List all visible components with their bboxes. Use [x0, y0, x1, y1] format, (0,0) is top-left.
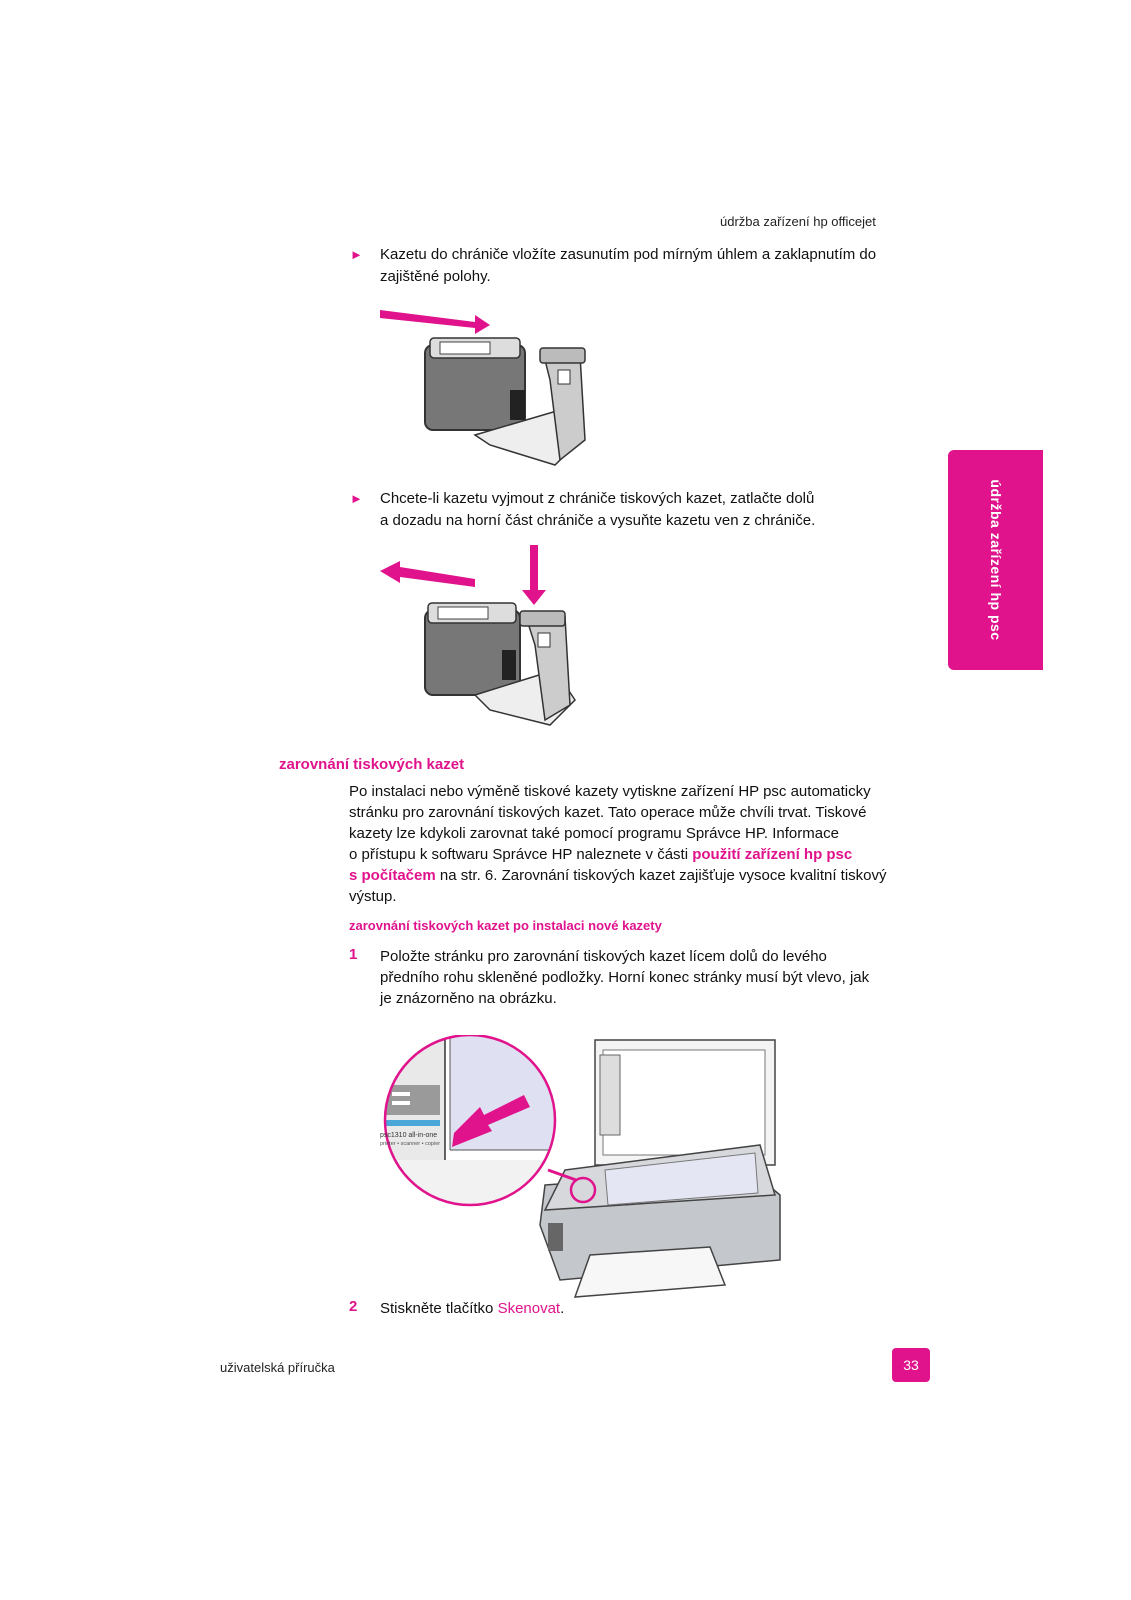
paper-tray [573, 1246, 727, 1298]
step-number: 1 [349, 946, 358, 963]
device-model-label: psc1310 all-in-one [380, 1132, 437, 1139]
magnified-inset-circle [383, 1035, 557, 1207]
placement-arrow-icon [452, 1095, 530, 1147]
step-1-text: Položte stránku pro zarovnání tiskových … [380, 948, 870, 1007]
scanner-glass-illustration: psc1310 all-in-one printer • scanner • c… [380, 1035, 781, 1298]
cross-reference-link[interactable]: použití zařízení hp psc [692, 846, 853, 863]
scan-button-reference: Skenovat [497, 1300, 561, 1317]
highlight-circle [569, 1176, 597, 1204]
cartridge-insert-illustration [380, 310, 586, 466]
cartridge-remove-illustration [380, 545, 576, 726]
bullet-insert-cartridge: ► Kazetu do chrániče vložíte zasunutím p… [350, 246, 877, 285]
footer-manual-title: uživatelská příručka [220, 1360, 335, 1375]
step-2-text: Stiskněte tlačítko Skenovat. [380, 1300, 565, 1317]
subsection-title: zarovnání tiskových kazet po instalaci n… [349, 918, 662, 933]
cross-reference-link-cont[interactable]: s počítačem [349, 867, 436, 884]
running-header: údržba zařízení hp officejet [720, 214, 876, 229]
insert-arrow-icon [380, 310, 490, 334]
device-sub-label: printer • scanner • copier [380, 1141, 440, 1147]
bullet-remove-cartridge: ► Chcete-li kazetu vyjmout z chrániče ti… [350, 490, 816, 529]
section-paragraph: Po instalaci nebo výměně tiskové kazety … [349, 783, 887, 905]
bullet-arrow-icon: ► [350, 491, 363, 506]
push-down-arrow-icon [522, 545, 546, 605]
step-number: 2 [349, 1298, 358, 1315]
bullet-arrow-icon: ► [350, 247, 363, 262]
page-number: 33 [892, 1348, 930, 1382]
section-title: zarovnání tiskových kazet [279, 756, 465, 773]
pull-out-arrow-icon [380, 561, 475, 587]
chapter-side-tab: údržba zařízení hp psc [948, 450, 1043, 670]
